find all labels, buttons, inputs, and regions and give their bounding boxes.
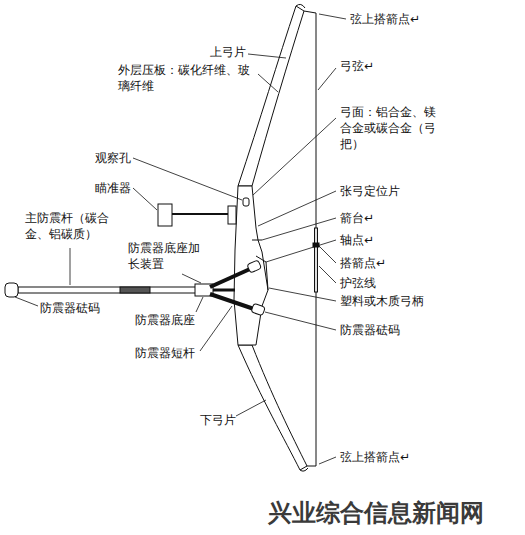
callout-label: 弓面：铝合金、镁合金或碳合金（弓把） [340, 104, 440, 153]
lower-limb [238, 345, 307, 470]
string-loop [304, 11, 316, 13]
sight-window [243, 198, 249, 206]
callout-label: 防震器底座加长装置 [128, 240, 208, 272]
short-weight [251, 303, 265, 315]
watermark: 兴业综合信息新闻网 [268, 500, 484, 526]
callout-label: 上弓片 [210, 44, 246, 60]
short-rod [210, 269, 250, 287]
sight [158, 204, 172, 226]
long-rod [18, 287, 196, 293]
rod-weight [5, 283, 18, 297]
limb-tip [296, 4, 305, 8]
callout-label: 防震器砝码 [40, 300, 100, 316]
leader-lines [15, 14, 346, 464]
riser [234, 186, 268, 345]
callout-label: 塑料或木质弓柄 [340, 293, 424, 309]
bow-string [316, 13, 317, 466]
callout-label: 箭台↵ [340, 210, 374, 226]
sight-mount [228, 206, 236, 224]
callout-label: 主防震杆（碳合金、铝碳质） [25, 210, 113, 242]
sight-bar [172, 213, 234, 215]
serving [315, 228, 318, 292]
callout-label: 弓弦↵ [340, 58, 374, 74]
callout-label: 防震器砝码 [340, 322, 400, 338]
callout-label: 瞄准器 [95, 180, 131, 196]
callout-label: 下弓片 [200, 412, 236, 428]
short-weight [247, 260, 262, 273]
extender [213, 289, 235, 292]
rod-grip [120, 287, 150, 293]
callout-label: 防震器短杆 [135, 345, 195, 361]
callout-label: 弦上搭箭点↵ [340, 449, 410, 465]
arrow-rest [252, 240, 262, 241]
callout-label: 搭箭点↵ [340, 255, 386, 271]
callout-label: 轴点↵ [340, 232, 374, 248]
short-rod [210, 294, 254, 309]
callout-label: 护弦线 [340, 275, 376, 291]
limb-tip [300, 468, 308, 471]
callout-label: 防震器底座 [135, 312, 195, 328]
callout-label: 张弓定位片 [340, 183, 400, 199]
callout-label: 外层压板：碳化纤维、玻璃纤维 [118, 62, 258, 94]
upper-limb [238, 6, 304, 186]
callout-label: 弦上搭箭点↵ [350, 11, 420, 27]
callout-label: 观察孔 [95, 150, 131, 166]
